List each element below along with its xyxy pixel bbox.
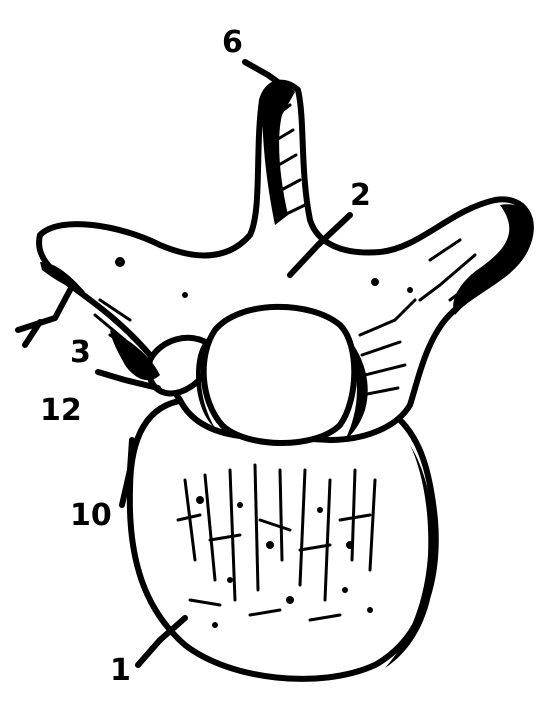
label-12: 12 [40,393,82,428]
label-2: 2 [350,178,371,213]
arch-dot [115,257,125,267]
arch-dot [407,287,413,293]
label-10: 10 [70,498,112,533]
arch-dot [182,292,188,298]
label-1: 1 [110,653,131,688]
label-3: 3 [70,335,91,370]
vertebral-foramen [204,307,355,443]
bracket-3-12-upper [55,290,70,318]
bracket-3-12 [18,318,55,345]
leader-6 [245,62,282,85]
label-6: 6 [222,25,243,60]
arch-dot [371,278,379,286]
